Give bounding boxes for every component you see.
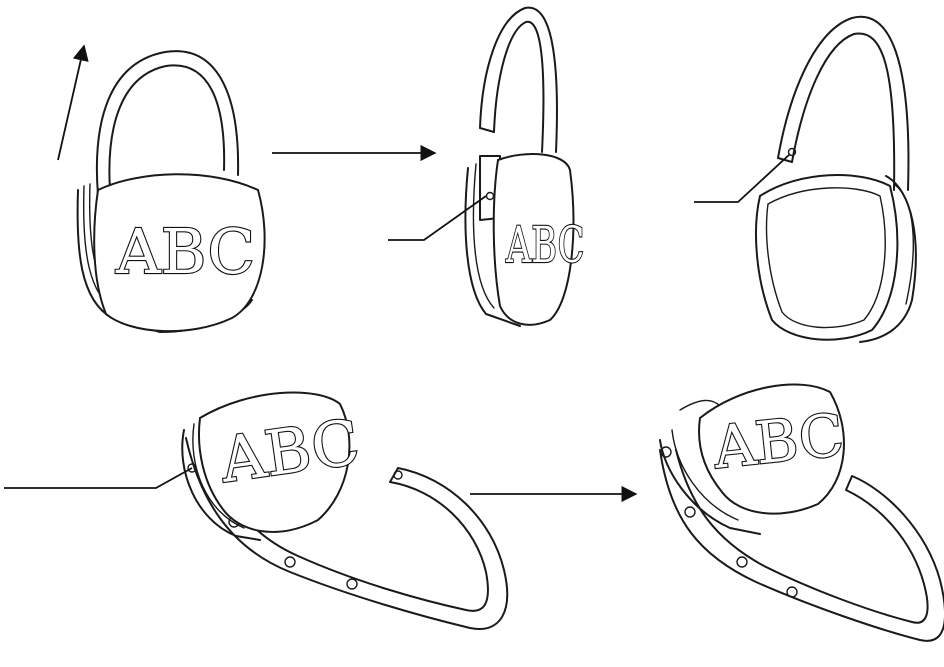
body-face-4 <box>198 391 351 533</box>
figure-4-unfolded: ABC <box>4 391 509 630</box>
hook-loop-inner <box>108 64 226 191</box>
hook-detached-inner <box>493 20 545 153</box>
chain-end-pin <box>393 470 403 480</box>
chain-rivet-5a <box>660 446 672 458</box>
body-side-5 <box>659 439 761 535</box>
body-face <box>93 173 266 333</box>
monogram-text-4: ABC <box>215 405 364 497</box>
latch-pin <box>485 191 495 201</box>
figure-2-opening-pendant: ABC <box>388 6 585 327</box>
body-side <box>464 167 521 327</box>
latch-pin-4 <box>187 463 197 473</box>
leader-line-latch <box>388 195 487 241</box>
hook-back-inner <box>791 32 896 191</box>
leader-line-latch-4 <box>4 467 193 489</box>
chain-rivet-5b <box>684 506 696 518</box>
body-side-4 <box>181 429 261 541</box>
lift-arrow <box>57 44 89 161</box>
monogram-text-1: ABC <box>115 215 255 288</box>
leader-line-pivot <box>694 153 791 203</box>
hook-back-outer <box>777 15 910 191</box>
chain-band <box>185 437 509 630</box>
body-face-5 <box>698 383 845 515</box>
body-back-face <box>755 174 899 341</box>
hook-loop-outer <box>95 50 240 196</box>
chain-rivet-3 <box>346 578 358 590</box>
body-face-side <box>492 153 575 326</box>
monogram-text-5: ABC <box>709 401 846 482</box>
figure-1-closed-pendant: ABC <box>57 44 266 333</box>
figure-5-hooked: ABC <box>659 383 944 642</box>
chain-band-5 <box>659 449 944 642</box>
monogram-text-2: ABC <box>505 217 584 275</box>
figure-3-back-view <box>694 15 917 343</box>
chain-rivet-5d <box>786 586 798 598</box>
hook-detached-outer <box>479 6 558 153</box>
chain-rivet-5c <box>736 556 748 568</box>
hook-pivot <box>787 147 797 157</box>
chain-rivet-2 <box>284 556 296 568</box>
